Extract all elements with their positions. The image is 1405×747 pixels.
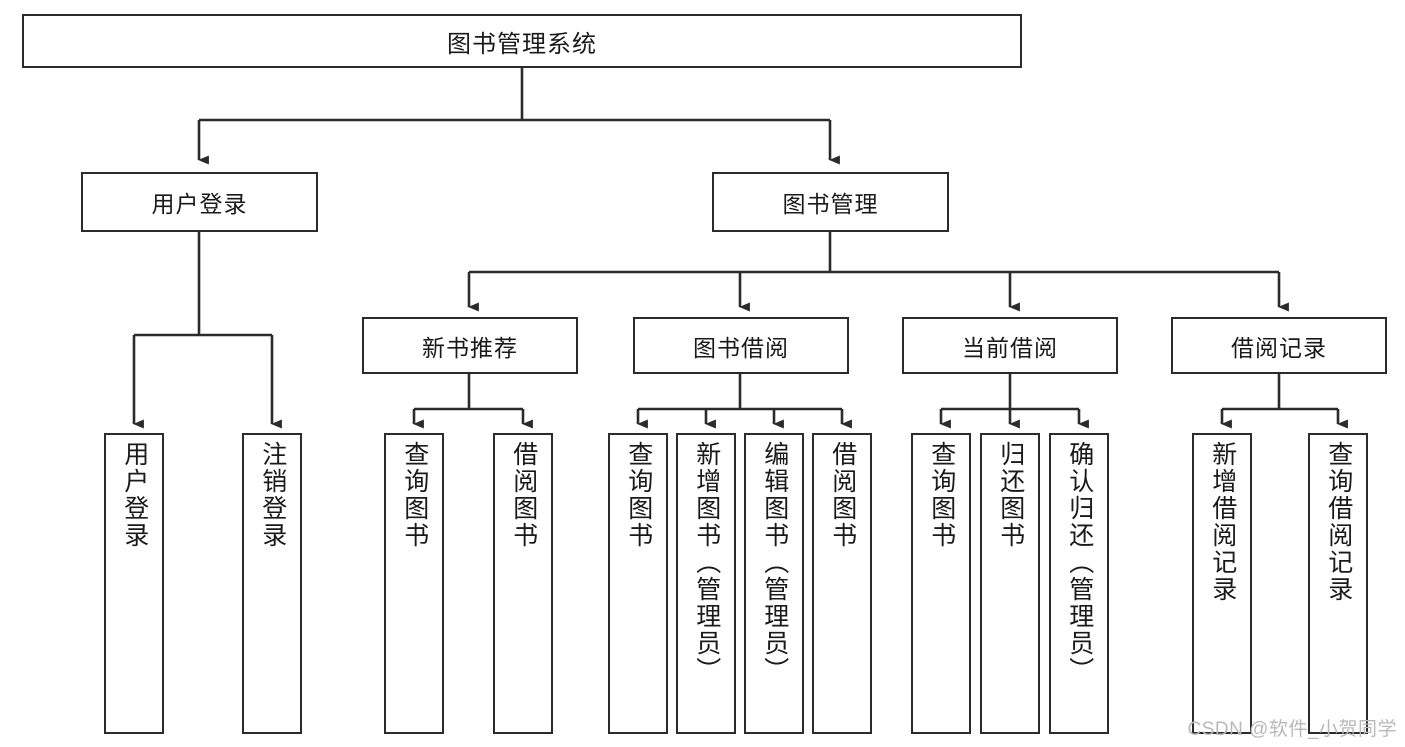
- node-leaf-borrow-book-recommend[interactable]: 借阅图书: [493, 433, 553, 734]
- node-label: 图书管理系统: [447, 30, 597, 58]
- node-label: 编辑图书（管理员）: [760, 441, 789, 684]
- node-book-borrow[interactable]: 图书借阅: [633, 317, 849, 374]
- node-label: 查询图书: [624, 441, 653, 549]
- node-current-borrow[interactable]: 当前借阅: [902, 317, 1118, 374]
- node-label: 新增借阅记录: [1208, 441, 1237, 603]
- node-book-management[interactable]: 图书管理: [712, 172, 949, 232]
- csdn-watermark: CSDN @软件_小贺同学: [1187, 719, 1397, 740]
- node-leaf-logout-login[interactable]: 注销登录: [242, 433, 302, 734]
- node-label: 借阅图书: [828, 441, 857, 549]
- node-leaf-borrow-book[interactable]: 借阅图书: [812, 433, 872, 734]
- node-label: 新书推荐: [422, 334, 518, 361]
- node-leaf-query-book-recommend[interactable]: 查询图书: [384, 433, 444, 734]
- node-borrow-record[interactable]: 借阅记录: [1171, 317, 1387, 374]
- node-new-book-recommend[interactable]: 新书推荐: [362, 317, 578, 374]
- node-label: 用户登录: [120, 441, 149, 549]
- node-leaf-query-borrow-record[interactable]: 查询借阅记录: [1308, 433, 1368, 734]
- node-label: 查询借阅记录: [1324, 441, 1353, 603]
- node-label: 新增图书（管理员）: [692, 441, 721, 684]
- node-leaf-add-borrow-record[interactable]: 新增借阅记录: [1192, 433, 1252, 734]
- node-label: 图书借阅: [693, 334, 789, 361]
- node-label: 归还图书: [996, 441, 1025, 549]
- node-label: 注销登录: [258, 441, 287, 549]
- node-label: 当前借阅: [962, 334, 1058, 361]
- node-label: 用户登录: [151, 191, 248, 217]
- node-leaf-query-book-borrow[interactable]: 查询图书: [608, 433, 668, 734]
- node-leaf-edit-book-admin[interactable]: 编辑图书（管理员）: [744, 433, 804, 734]
- node-label: 借阅记录: [1231, 334, 1327, 361]
- node-leaf-query-book-current[interactable]: 查询图书: [911, 433, 971, 734]
- node-label: 查询图书: [927, 441, 956, 549]
- node-leaf-return-book[interactable]: 归还图书: [980, 433, 1040, 734]
- node-label: 借阅图书: [509, 441, 538, 549]
- node-root-book-management-system[interactable]: 图书管理系统: [22, 14, 1022, 68]
- node-leaf-add-book-admin[interactable]: 新增图书（管理员）: [676, 433, 736, 734]
- node-label: 图书管理: [782, 191, 879, 217]
- node-user-login[interactable]: 用户登录: [81, 172, 318, 232]
- node-leaf-confirm-return-admin[interactable]: 确认归还（管理员）: [1049, 433, 1109, 734]
- node-leaf-user-login[interactable]: 用户登录: [104, 433, 164, 734]
- node-label: 查询图书: [400, 441, 429, 549]
- node-label: 确认归还（管理员）: [1065, 441, 1094, 684]
